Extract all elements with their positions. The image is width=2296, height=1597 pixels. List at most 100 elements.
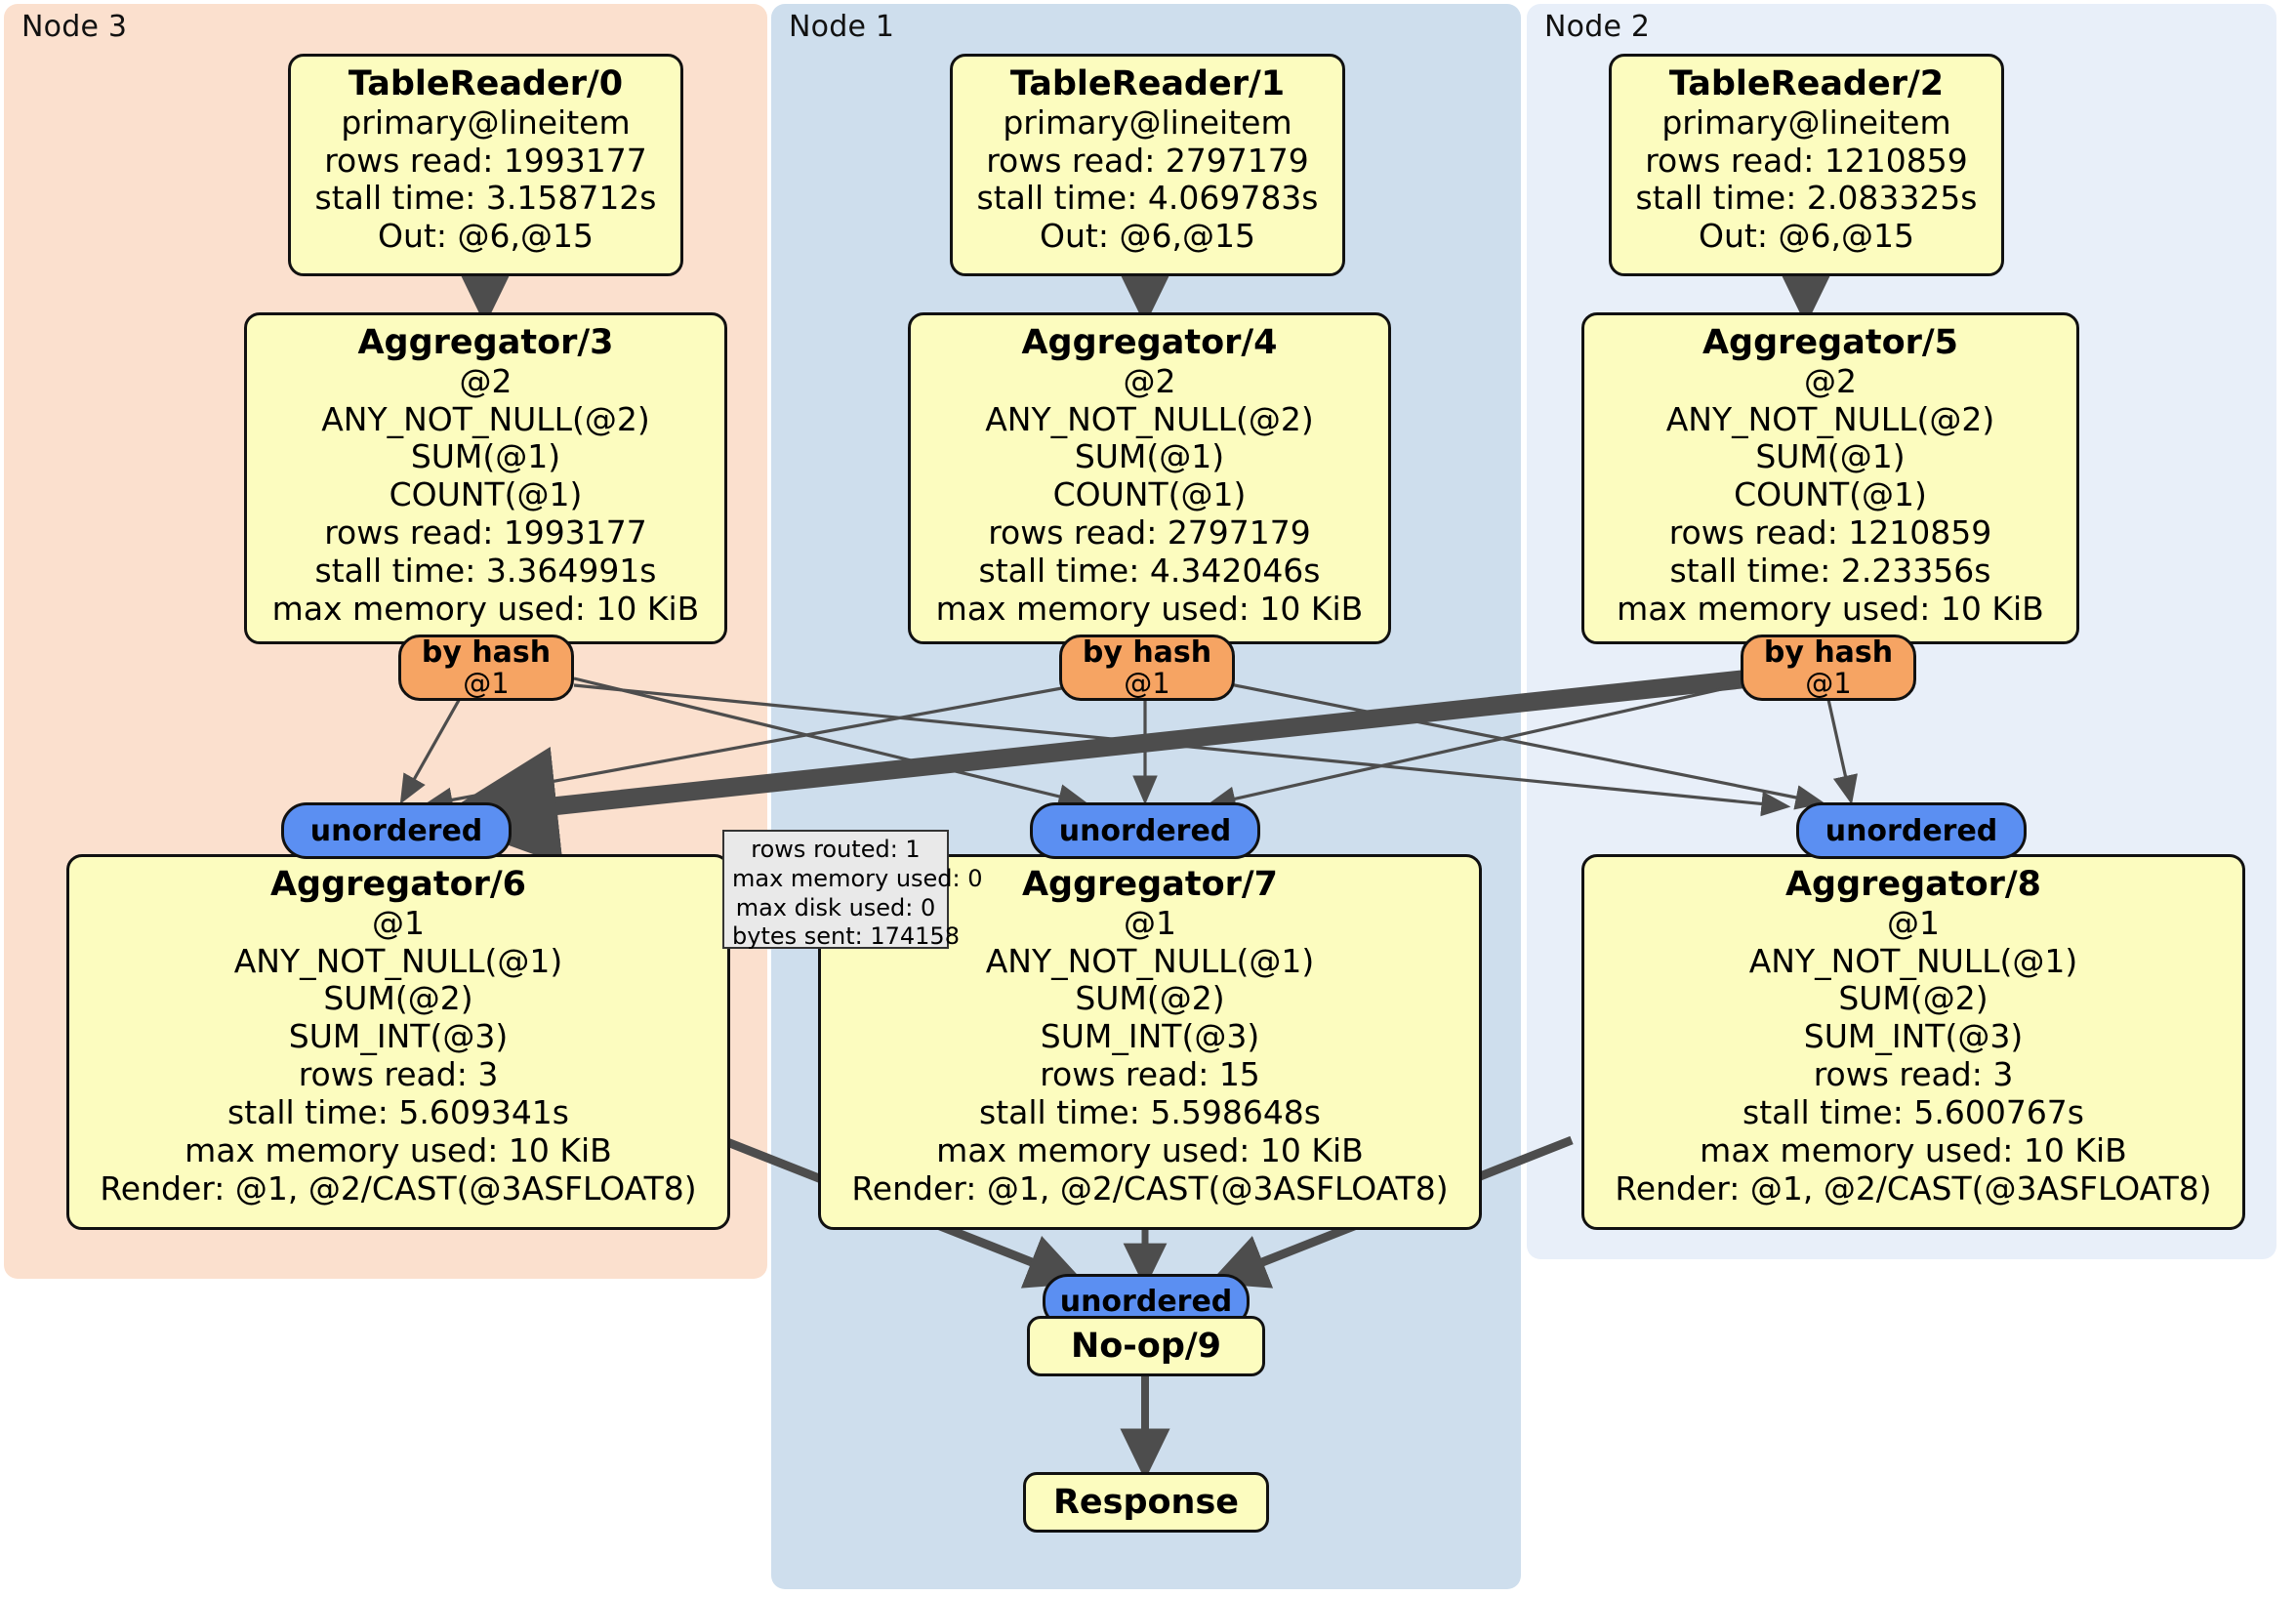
node-line: @1 [372,903,425,942]
node-title: TableReader/2 [1668,64,1945,103]
node-title: TableReader/0 [348,64,624,103]
node-line: rows read: 3 [298,1055,499,1094]
node-line: Render: @1, @2/CAST(@3ASFLOAT8) [100,1169,697,1208]
node-line: primary@lineitem [1661,102,1951,142]
node-line: Out: @6,@15 [1699,217,1914,256]
node-line: max memory used: 10 KiB [184,1131,612,1170]
node-line: stall time: 4.342046s [978,552,1321,591]
node-line: Out: @6,@15 [378,217,594,256]
node-line: ANY_NOT_NULL(@1) [233,941,563,980]
node-line: rows read: 15 [1040,1055,1260,1094]
receiver-label: unordered [1059,1284,1233,1319]
node-line: @2 [1804,361,1857,400]
node-line: SUM(@2) [323,979,473,1018]
receiver-label: unordered [1824,813,1998,848]
node-line: stall time: 3.158712s [314,179,657,218]
cluster-label-node-2: Node 2 [1544,10,1651,44]
node-title: Aggregator/4 [1021,323,1278,362]
processor-aggregator-3[interactable]: Aggregator/3 @2 ANY_NOT_NULL(@2) SUM(@1)… [244,312,727,644]
node-line: SUM_INT(@3) [288,1017,509,1056]
node-line: rows read: 2797179 [988,513,1311,553]
processor-tablereader-0[interactable]: TableReader/0 primary@lineitem rows read… [288,54,683,276]
stats-line: max disk used: 0 [735,893,936,921]
node-line: COUNT(@1) [389,475,583,514]
processor-aggregator-6[interactable]: Aggregator/6 @1 ANY_NOT_NULL(@1) SUM(@2)… [66,854,730,1230]
node-line: @2 [1123,361,1176,400]
node-line: stall time: 5.600767s [1742,1093,2084,1132]
node-line: stall time: 2.23356s [1669,552,1991,591]
node-line: stall time: 5.609341s [227,1093,569,1132]
router-sub: @1 [463,666,510,700]
stats-line: max memory used: 0 [732,864,983,892]
receiver-label: unordered [1058,813,1232,848]
node-line: SUM_INT(@3) [1040,1017,1260,1056]
node-line: stall time: 5.598648s [979,1093,1321,1132]
node-line: COUNT(@1) [1734,475,1927,514]
stats-line: bytes sent: 174158 [732,922,960,951]
node-line: max memory used: 10 KiB [1617,590,2044,629]
node-line: rows read: 2797179 [986,141,1309,180]
input-receiver-unordered-7[interactable]: unordered [1030,802,1260,859]
node-line: @2 [459,361,512,400]
router-title: by hash [1763,635,1894,670]
processor-noop-9[interactable]: No-op/9 [1027,1316,1265,1376]
node-line: @1 [1887,903,1940,942]
input-receiver-unordered-8[interactable]: unordered [1796,802,2027,859]
node-title: Aggregator/3 [357,323,614,362]
output-router-by-hash-4[interactable]: by hash @1 [1059,635,1235,701]
processor-aggregator-5[interactable]: Aggregator/5 @2 ANY_NOT_NULL(@2) SUM(@1)… [1581,312,2079,644]
receiver-label: unordered [309,813,483,848]
node-line: rows read: 1210859 [1645,141,1968,180]
node-title: TableReader/1 [1009,64,1286,103]
node-line: ANY_NOT_NULL(@1) [985,941,1315,980]
node-line: SUM_INT(@3) [1803,1017,2024,1056]
node-line: max memory used: 10 KiB [271,590,700,629]
router-sub: @1 [1124,666,1170,700]
router-title: by hash [421,635,552,670]
router-title: by hash [1082,635,1212,670]
stats-line: rows routed: 1 [751,836,921,863]
processor-tablereader-2[interactable]: TableReader/2 primary@lineitem rows read… [1609,54,2004,276]
node-line: SUM(@2) [1075,979,1225,1018]
node-title: Aggregator/8 [1784,865,2042,904]
node-title: Aggregator/5 [1702,323,1959,362]
node-line: max memory used: 10 KiB [936,1131,1364,1170]
output-router-by-hash-3[interactable]: by hash @1 [398,635,574,701]
node-line: ANY_NOT_NULL(@2) [985,399,1314,438]
node-line: SUM(@1) [410,437,561,476]
noop-label: No-op/9 [1070,1327,1222,1366]
node-line: SUM(@1) [1755,437,1906,476]
node-line: rows read: 1993177 [324,141,647,180]
node-line: @1 [1124,903,1176,942]
processor-tablereader-1[interactable]: TableReader/1 primary@lineitem rows read… [950,54,1345,276]
node-line: stall time: 3.364991s [314,552,657,591]
node-title: Aggregator/6 [269,865,527,904]
node-line: SUM(@1) [1074,437,1225,476]
node-line: primary@lineitem [1003,102,1292,142]
node-line: max memory used: 10 KiB [935,590,1364,629]
node-line: rows read: 1993177 [324,513,647,553]
node-line: stall time: 2.083325s [1635,179,1978,218]
router-sub: @1 [1805,666,1852,700]
node-line: COUNT(@1) [1052,475,1247,514]
processor-aggregator-4[interactable]: Aggregator/4 @2 ANY_NOT_NULL(@2) SUM(@1)… [908,312,1391,644]
node-title: Aggregator/7 [1021,865,1279,904]
node-line: rows read: 3 [1813,1055,2014,1094]
input-receiver-unordered-6[interactable]: unordered [281,802,512,859]
node-line: Render: @1, @2/CAST(@3ASFLOAT8) [1615,1169,2212,1208]
node-line: Out: @6,@15 [1040,217,1255,256]
node-line: SUM(@2) [1838,979,1988,1018]
cluster-label-node-3: Node 3 [21,10,128,44]
node-line: rows read: 1210859 [1668,513,1992,553]
response-label: Response [1052,1483,1240,1522]
node-response[interactable]: Response [1023,1472,1269,1533]
node-line: ANY_NOT_NULL(@1) [1748,941,2078,980]
node-line: ANY_NOT_NULL(@2) [321,399,650,438]
node-line: max memory used: 10 KiB [1700,1131,2127,1170]
node-line: stall time: 4.069783s [976,179,1319,218]
node-line: Render: @1, @2/CAST(@3ASFLOAT8) [851,1169,1449,1208]
output-router-by-hash-5[interactable]: by hash @1 [1741,635,1916,701]
cluster-label-node-1: Node 1 [789,10,895,44]
processor-aggregator-8[interactable]: Aggregator/8 @1 ANY_NOT_NULL(@1) SUM(@2)… [1581,854,2245,1230]
